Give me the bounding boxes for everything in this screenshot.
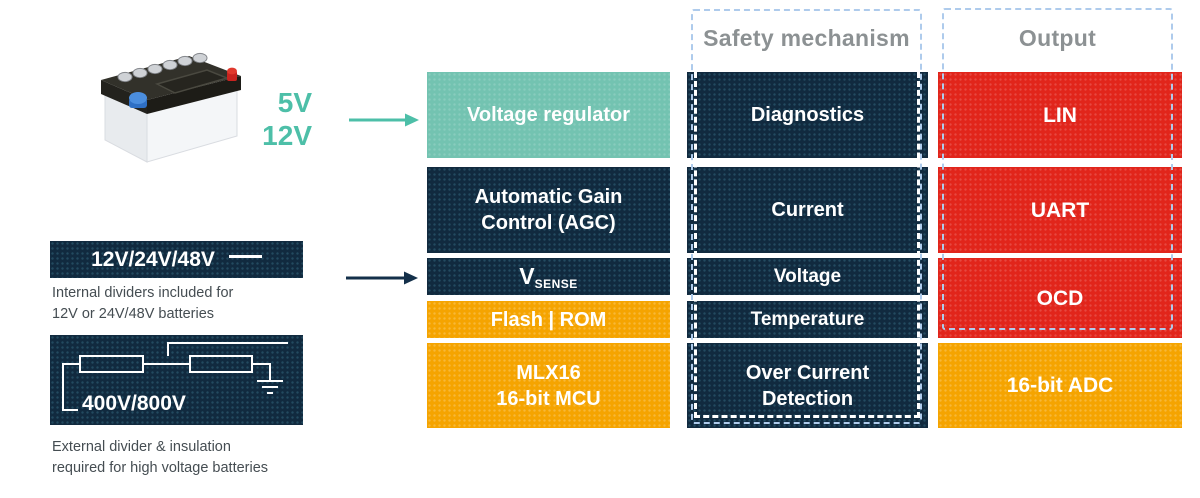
voltage-regulator-label: Voltage regulator <box>467 104 630 126</box>
divider-dash-line <box>228 255 262 258</box>
block-voltage: Voltage <box>687 258 928 295</box>
mcu-label-line2: 16-bit MCU <box>496 387 601 410</box>
divider-caption: Internal dividers included for 12V or 24… <box>52 283 322 325</box>
hv-voltage-label: 400V/800V <box>82 392 186 415</box>
safety-header: Safety mechanism <box>703 24 910 51</box>
block-uart: UART <box>938 167 1182 253</box>
diagnostics-label: Diagnostics <box>750 104 865 126</box>
block-temperature: Temperature <box>687 301 928 338</box>
block-ocd: OCD <box>938 258 1182 338</box>
lin-label: LIN <box>1043 103 1077 127</box>
block-current: Current <box>687 167 928 253</box>
block-16bit-adc: 16-bit ADC <box>938 343 1182 428</box>
block-diagnostics: Diagnostics <box>687 72 928 158</box>
block-agc: Automatic Gain Control (AGC) <box>427 167 670 253</box>
ocd-detection-label-line2: Detection <box>761 387 854 410</box>
block-vsense: V SENSE <box>427 258 670 295</box>
block-mlx16-mcu: MLX16 16-bit MCU <box>427 343 670 428</box>
block-over-current-detection: Over Current Detection <box>687 343 928 428</box>
divider-caption-line1: Internal dividers included for <box>52 285 234 301</box>
hv-caption: External divider & insulation required f… <box>52 437 342 479</box>
battery-image <box>101 52 241 163</box>
hv-divider-box: 400V/800V <box>50 335 303 425</box>
hv-caption-line2: required for high voltage batteries <box>52 460 269 477</box>
low-voltage-labels: 5V 12V <box>240 86 312 152</box>
block-voltage-regulator: Voltage regulator <box>427 72 670 158</box>
agc-label-line2: Control (AGC) <box>481 212 616 234</box>
adc-label: 16-bit ADC <box>1006 374 1114 397</box>
block-lin: LIN <box>938 72 1182 158</box>
divider-voltage-label: 12V/24V/48V <box>91 247 215 271</box>
divider-caption-line2: 12V or 24V/48V batteries <box>52 306 215 323</box>
hv-caption-line1: External divider & insulation <box>52 439 231 455</box>
current-label: Current <box>771 199 844 221</box>
temperature-label: Temperature <box>750 308 865 330</box>
navy-arrow-icon <box>346 271 418 285</box>
vsense-label-main: V <box>519 263 535 289</box>
block-flash-rom: Flash | ROM <box>427 301 670 338</box>
mcu-label-line1: MLX16 <box>516 361 581 384</box>
teal-arrow-icon <box>349 113 419 127</box>
ocd-label: OCD <box>1036 286 1084 310</box>
lv-12v-label: 12V <box>262 120 312 151</box>
ocd-detection-label-line1: Over Current <box>745 361 870 384</box>
uart-label: UART <box>1030 198 1090 222</box>
flash-rom-label: Flash | ROM <box>490 308 607 331</box>
agc-label-line1: Automatic Gain <box>474 186 623 208</box>
output-header: Output <box>1018 24 1097 51</box>
vsense-label-sub: SENSE <box>534 276 578 291</box>
divider-voltage-box: 12V/24V/48V <box>50 241 303 278</box>
lv-5v-label: 5V <box>277 87 312 118</box>
circuit-diagram-icon <box>62 342 288 411</box>
voltage-label: Voltage <box>773 265 842 287</box>
